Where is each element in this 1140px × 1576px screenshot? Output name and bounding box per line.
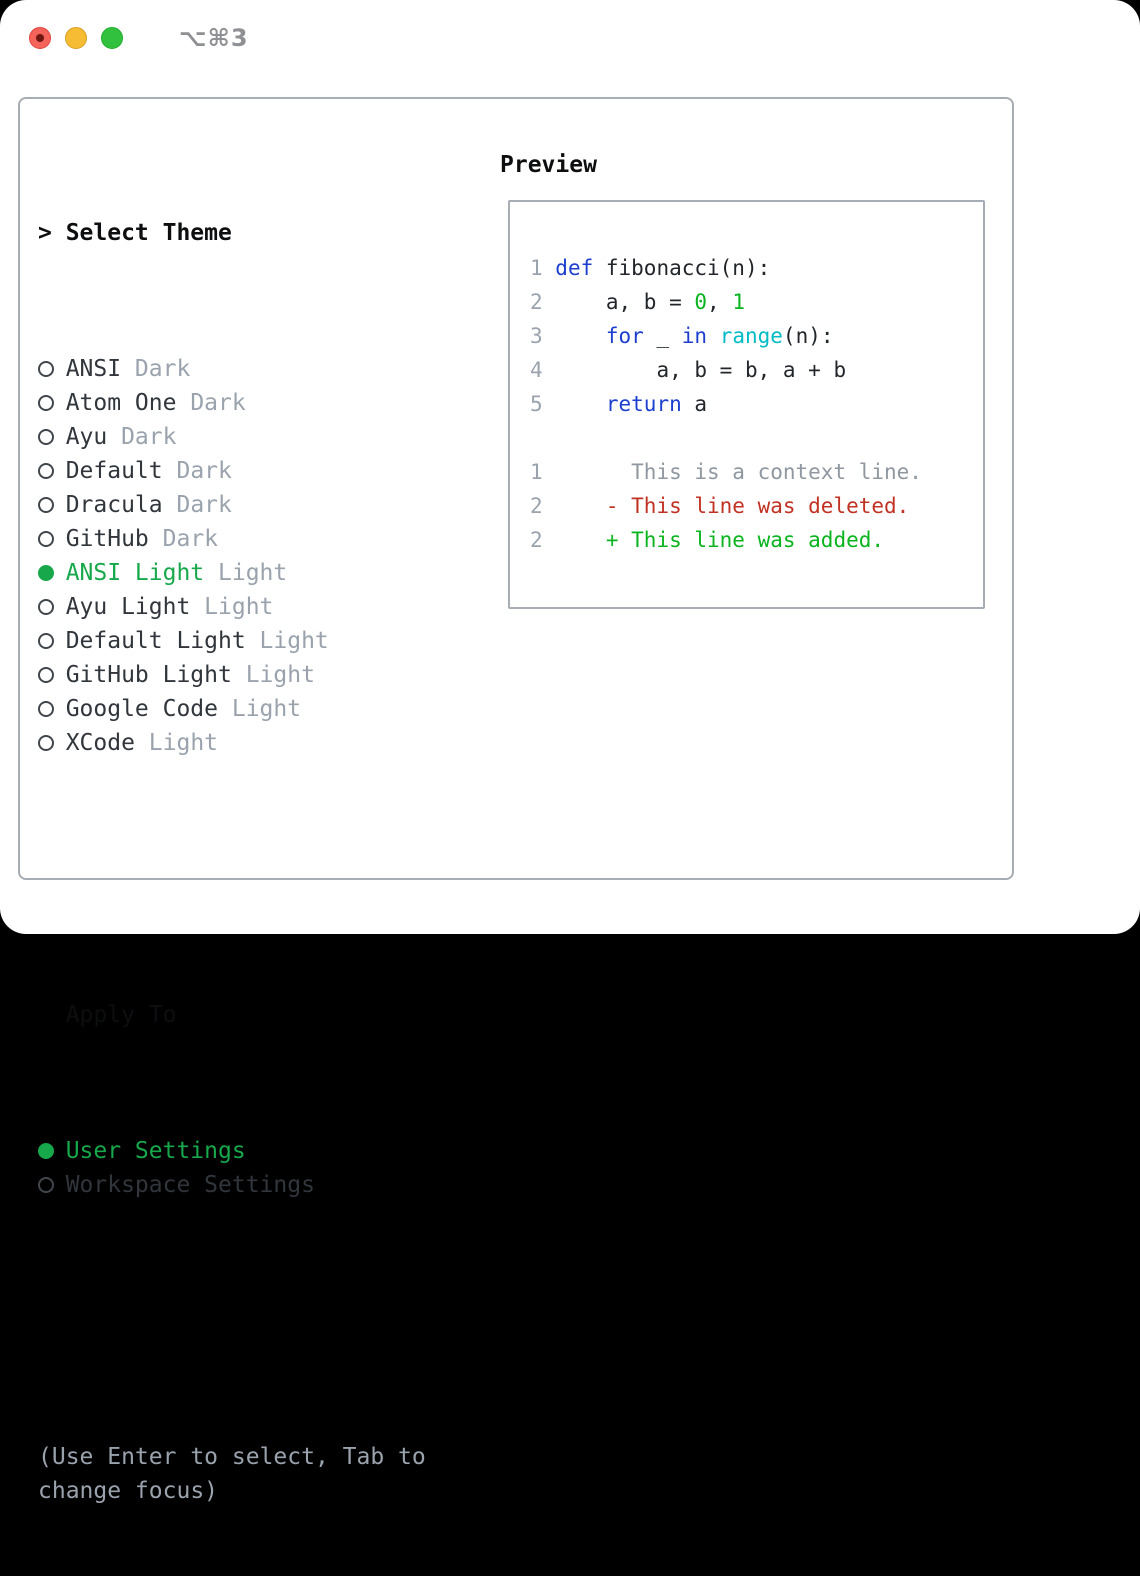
- theme-variant-label: Light: [204, 590, 273, 624]
- radio-icon: [38, 735, 66, 751]
- theme-variant-label: Light: [260, 624, 329, 658]
- select-theme-title: Select Theme: [66, 216, 232, 250]
- theme-option-label: XCode: [66, 726, 135, 760]
- theme-option-label: GitHub: [66, 522, 149, 556]
- apply-option-user-settings[interactable]: User Settings: [38, 1134, 458, 1168]
- theme-option-github-light[interactable]: GitHub Light Light: [38, 658, 458, 692]
- theme-option-label: Ayu: [66, 420, 108, 454]
- theme-option-label: ANSI Light: [66, 556, 204, 590]
- theme-option-default[interactable]: Default Dark: [38, 454, 458, 488]
- theme-option-atom-one[interactable]: Atom One Dark: [38, 386, 458, 420]
- radio-selected-icon: [38, 565, 66, 581]
- radio-icon: [38, 361, 66, 377]
- spacer: [38, 862, 458, 896]
- close-button[interactable]: [29, 27, 51, 49]
- radio-icon: [38, 395, 66, 411]
- radio-icon: [38, 701, 66, 717]
- theme-option-default-light[interactable]: Default Light Light: [38, 624, 458, 658]
- minimize-button[interactable]: [65, 27, 87, 49]
- theme-option-ansi[interactable]: ANSI Dark: [38, 352, 458, 386]
- theme-option-ayu-light[interactable]: Ayu Light Light: [38, 590, 458, 624]
- theme-option-xcode[interactable]: XCode Light: [38, 726, 458, 760]
- radio-selected-icon: [38, 1143, 66, 1159]
- code-line: 4 a, b = b, a + b: [530, 353, 922, 387]
- theme-option-label: Default: [66, 454, 163, 488]
- code-line: 2 - This line was deleted.: [530, 489, 922, 523]
- window-shortcut-label: ⌥⌘3: [179, 26, 249, 50]
- code-line: 2 a, b = 0, 1: [530, 285, 922, 319]
- theme-option-ansi-light[interactable]: ANSI Light Light: [38, 556, 458, 590]
- theme-option-label: ANSI: [66, 352, 121, 386]
- theme-option-label: Google Code: [66, 692, 218, 726]
- radio-icon: [38, 1177, 66, 1193]
- radio-icon: [38, 531, 66, 547]
- theme-variant-label: Dark: [135, 352, 190, 386]
- code-line: 5 return a: [530, 387, 922, 421]
- theme-variant-label: Light: [218, 556, 287, 590]
- theme-option-label: Ayu Light: [66, 590, 191, 624]
- theme-variant-label: Dark: [163, 522, 218, 556]
- theme-variant-label: Light: [149, 726, 218, 760]
- theme-option-label: GitHub Light: [66, 658, 232, 692]
- theme-variant-label: Dark: [176, 488, 231, 522]
- theme-option-label: Atom One: [66, 386, 177, 420]
- zoom-button[interactable]: [101, 27, 123, 49]
- theme-option-google-code[interactable]: Google Code Light: [38, 692, 458, 726]
- radio-icon: [38, 599, 66, 615]
- theme-option-dracula[interactable]: Dracula Dark: [38, 488, 458, 522]
- theme-option-label: Dracula: [66, 488, 163, 522]
- code-line: 1 def fibonacci(n):: [530, 251, 922, 285]
- radio-icon: [38, 429, 66, 445]
- preview-title: Preview: [500, 148, 597, 182]
- apply-option-label: Workspace Settings: [66, 1168, 315, 1202]
- spacer: [38, 1304, 458, 1338]
- code-line: 3 for _ in range(n):: [530, 319, 922, 353]
- radio-icon: [38, 497, 66, 513]
- theme-variant-label: Light: [232, 692, 301, 726]
- apply-option-label: User Settings: [66, 1134, 246, 1168]
- theme-variant-label: Dark: [190, 386, 245, 420]
- code-line: 1 This is a context line.: [530, 455, 922, 489]
- theme-variant-label: Dark: [176, 454, 231, 488]
- unsaved-indicator-icon: [36, 34, 44, 42]
- theme-variant-label: Dark: [121, 420, 176, 454]
- apply-option-workspace-settings[interactable]: Workspace Settings: [38, 1168, 458, 1202]
- titlebar: ⌥⌘3: [29, 26, 249, 50]
- theme-option-github[interactable]: GitHub Dark: [38, 522, 458, 556]
- apply-to-title: Apply To: [66, 998, 458, 1032]
- theme-variant-label: Light: [246, 658, 315, 692]
- code-line: [530, 421, 922, 455]
- radio-icon: [38, 667, 66, 683]
- code-line: 2 + This line was added.: [530, 523, 922, 557]
- theme-option-ayu[interactable]: Ayu Dark: [38, 420, 458, 454]
- prompt-icon: >: [38, 216, 66, 250]
- select-theme-header: > Select Theme: [38, 216, 458, 250]
- theme-option-label: Default Light: [66, 624, 246, 658]
- help-text: (Use Enter to select, Tab to change focu…: [38, 1440, 458, 1508]
- radio-icon: [38, 463, 66, 479]
- radio-icon: [38, 633, 66, 649]
